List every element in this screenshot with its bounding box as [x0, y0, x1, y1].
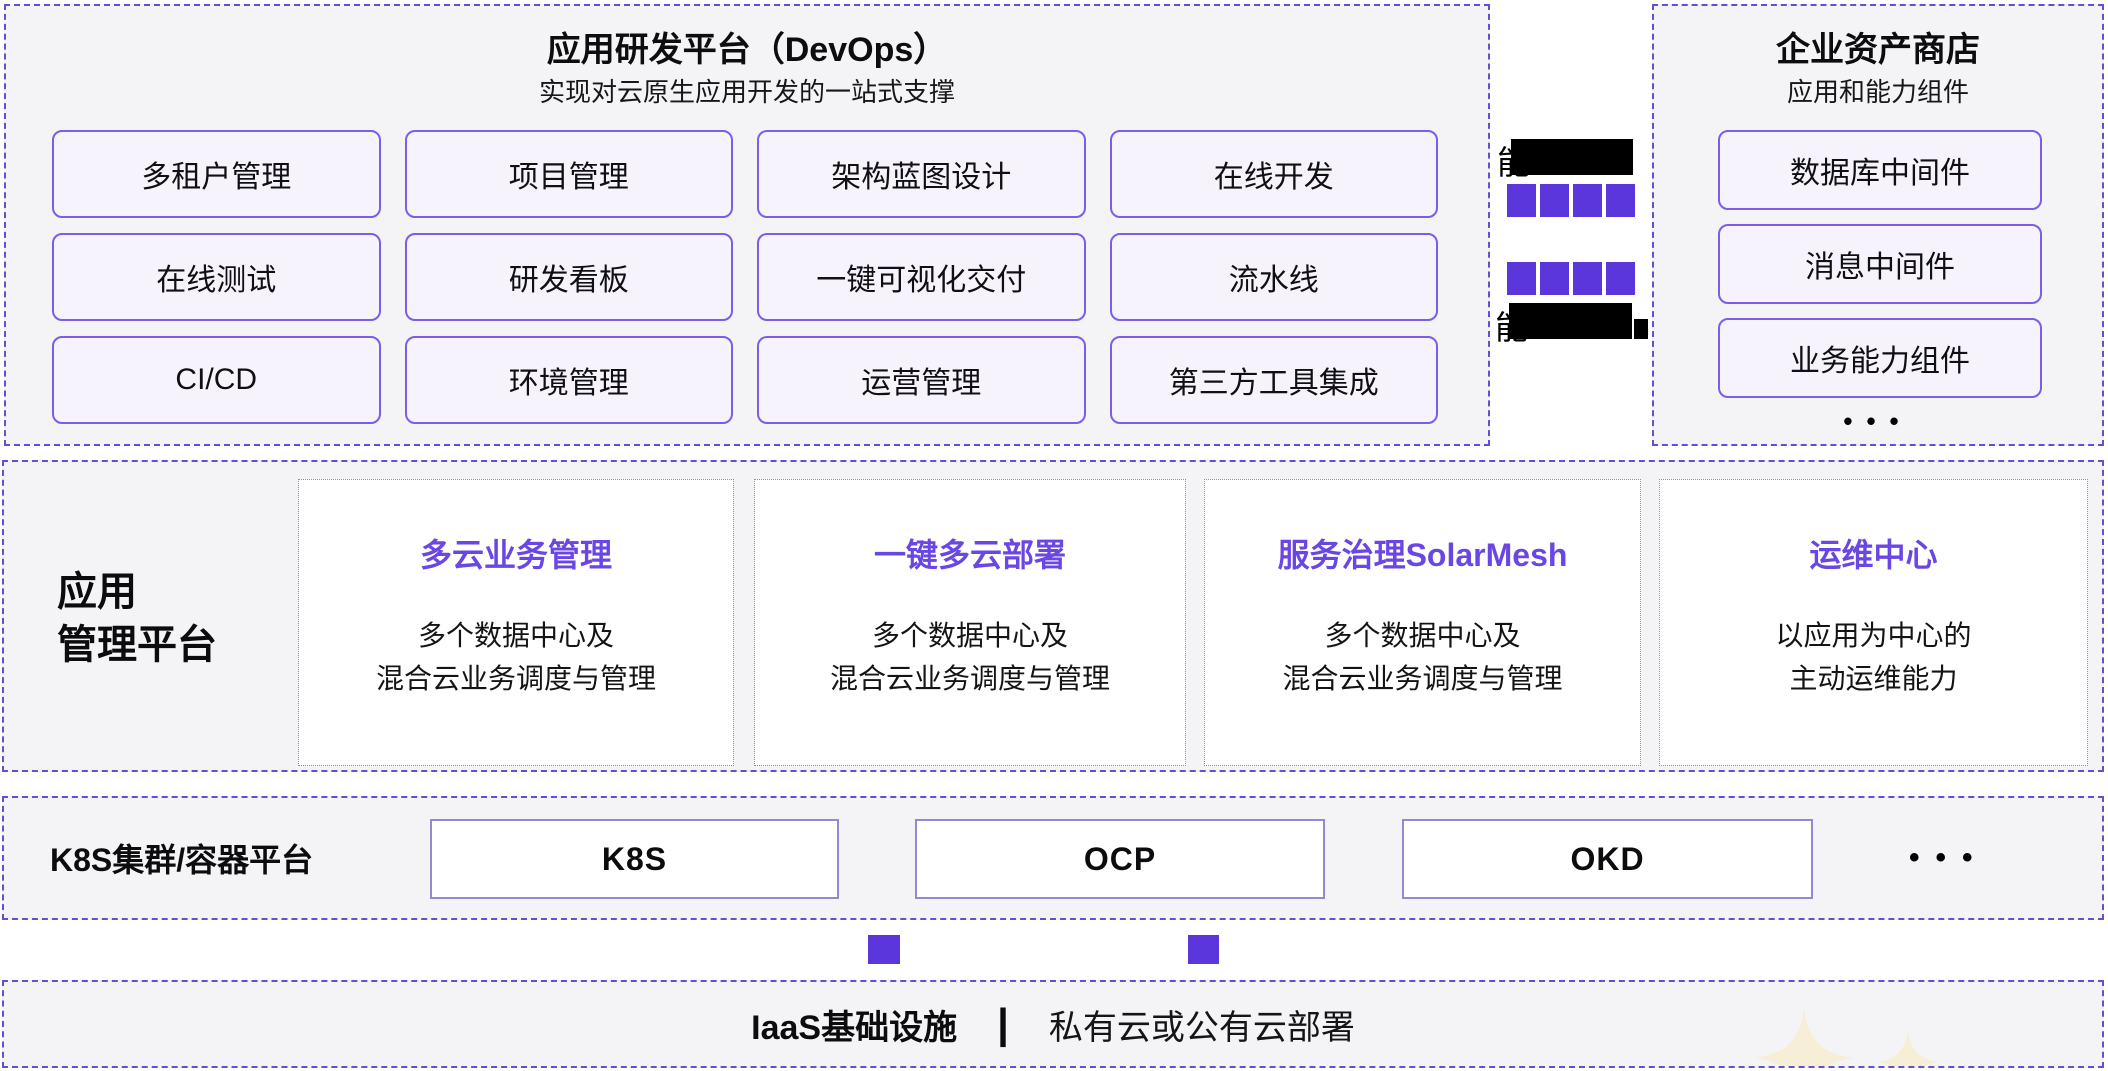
card-ops-center: 运维中心 以应用为中心的 主动运维能力	[1659, 479, 2088, 766]
platform-box-okd: OKD	[1402, 819, 1813, 899]
card-description: 多个数据中心及 混合云业务调度与管理	[755, 614, 1185, 700]
card-description: 多个数据中心及 混合云业务调度与管理	[1205, 614, 1640, 700]
arrow-blocks-row-bottom	[1507, 262, 1635, 295]
card-desc-line2: 主动运维能力	[1789, 663, 1958, 694]
arrow-block	[1573, 184, 1602, 217]
card-service-governance-solarmesh: 服务治理SolarMesh 多个数据中心及 混合云业务调度与管理	[1204, 479, 1641, 766]
module-blueprint-design: 架构蓝图设计	[757, 130, 1086, 218]
module-dev-kanban: 研发看板	[404, 233, 733, 321]
arrow-block	[1507, 262, 1536, 295]
asset-item-database-middleware: 数据库中间件	[1718, 130, 2042, 210]
app-management-label-line2: 管理平台	[57, 623, 217, 667]
redaction-bar-bottom	[1509, 303, 1632, 339]
card-desc-line1: 以应用为中心的	[1775, 620, 1972, 651]
module-online-dev: 在线开发	[1109, 130, 1438, 218]
arrow-block	[1507, 184, 1536, 217]
app-management-panel: 应用 管理平台 多云业务管理 多个数据中心及 混合云业务调度与管理 一键多云部署…	[2, 460, 2104, 772]
iaas-deploy-label: 私有云或公有云部署	[1048, 1008, 1355, 1047]
card-title: 多云业务管理	[419, 537, 612, 573]
iaas-label: IaaS基础设施	[751, 1008, 958, 1047]
card-desc-line2: 混合云业务调度与管理	[375, 663, 656, 694]
module-multi-tenant: 多租户管理	[52, 130, 381, 218]
arrow-block	[1573, 262, 1602, 295]
module-3rd-party-tools: 第三方工具集成	[1109, 336, 1438, 424]
card-multicloud-business-mgmt: 多云业务管理 多个数据中心及 混合云业务调度与管理	[298, 479, 734, 766]
module-cicd: CI/CD	[52, 336, 381, 424]
devops-platform-subtitle: 实现对云原生应用开发的一站式支撑	[538, 77, 955, 107]
app-management-label: 应用 管理平台	[57, 566, 217, 672]
card-description: 以应用为中心的 主动运维能力	[1660, 614, 2087, 700]
asset-store-subtitle: 应用和能力组件	[1786, 77, 1969, 107]
arrow-block	[1540, 262, 1569, 295]
arrow-block	[1606, 184, 1635, 217]
asset-more-ellipsis: •••	[1843, 406, 1913, 436]
card-title: 运维中心	[1809, 537, 1938, 573]
iaas-label-group: IaaS基础设施 | 私有云或公有云部署	[4, 982, 2102, 1066]
asset-item-business-components: 业务能力组件	[1718, 318, 2042, 398]
arrow-block	[1540, 184, 1569, 217]
card-desc-line2: 混合云业务调度与管理	[829, 663, 1110, 694]
module-pipeline: 流水线	[1109, 233, 1438, 321]
asset-store-title: 企业资产商店	[1776, 31, 1980, 69]
devops-platform-panel: 应用研发平台（DevOps） 实现对云原生应用开发的一站式支撑 多租户管理 项目…	[4, 4, 1490, 446]
devops-module-grid: 多租户管理 项目管理 架构蓝图设计 在线开发 在线测试 研发看板 一键可视化交付…	[52, 130, 1438, 424]
arrow-block	[1606, 262, 1635, 295]
iaas-panel: IaaS基础设施 | 私有云或公有云部署	[2, 980, 2104, 1068]
card-title: 服务治理SolarMesh	[1277, 537, 1568, 573]
card-desc-line2: 混合云业务调度与管理	[1282, 663, 1563, 694]
module-visual-delivery: 一键可视化交付	[757, 233, 1086, 321]
asset-item-list: 数据库中间件 消息中间件 业务能力组件	[1718, 130, 2042, 398]
separator-bar: |	[997, 1000, 1009, 1047]
devops-platform-title: 应用研发平台（DevOps）	[546, 31, 948, 69]
container-platform-label: K8S集群/容器平台	[50, 842, 314, 878]
card-description: 多个数据中心及 混合云业务调度与管理	[299, 614, 733, 700]
container-platform-panel: K8S集群/容器平台 K8S OCP OKD •••	[2, 796, 2104, 920]
asset-store-panel: 企业资产商店 应用和能力组件 数据库中间件 消息中间件 业务能力组件 •••	[1652, 4, 2104, 446]
module-ops-mgmt: 运营管理	[757, 336, 1086, 424]
redaction-bar-top	[1511, 139, 1633, 175]
connector-block-left	[868, 935, 900, 964]
module-online-test: 在线测试	[52, 233, 381, 321]
card-title: 一键多云部署	[873, 537, 1066, 573]
platform-more-ellipsis: •••	[1909, 841, 1989, 874]
card-desc-line1: 多个数据中心及	[871, 620, 1068, 651]
card-desc-line1: 多个数据中心及	[417, 620, 614, 651]
asset-item-message-middleware: 消息中间件	[1718, 224, 2042, 304]
card-desc-line1: 多个数据中心及	[1324, 620, 1521, 651]
connector-block-right	[1188, 935, 1219, 964]
card-one-click-multicloud-deploy: 一键多云部署 多个数据中心及 混合云业务调度与管理	[754, 479, 1186, 766]
arrow-blocks-row-top	[1507, 184, 1635, 217]
platform-box-k8s: K8S	[430, 819, 839, 899]
module-project-mgmt: 项目管理	[404, 130, 733, 218]
redaction-bar-fragment	[1634, 319, 1648, 339]
app-management-label-line1: 应用	[57, 570, 137, 614]
sparkle-icon	[1876, 1030, 1940, 1066]
sparkle-icon	[1754, 1008, 1854, 1066]
module-env-mgmt: 环境管理	[404, 336, 733, 424]
platform-box-ocp: OCP	[915, 819, 1325, 899]
